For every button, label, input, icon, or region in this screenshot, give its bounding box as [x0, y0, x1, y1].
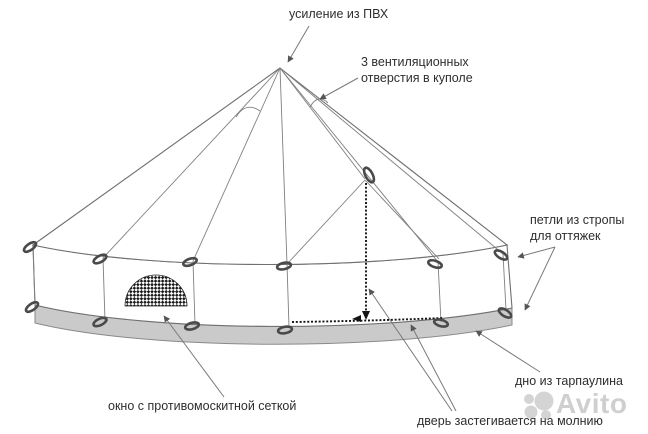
mosquito-net-window: [124, 274, 188, 307]
dome-vents: [235, 98, 329, 118]
label-guy-line-loops: петли из стропы для оттяжек: [530, 213, 625, 243]
door-top-loop: [362, 166, 376, 184]
tent-roof: [31, 67, 509, 266]
zipper-slider: [362, 311, 370, 320]
door-panel: [287, 179, 440, 264]
door-zipper: [291, 183, 444, 323]
annotation-arrows: [163, 25, 556, 412]
avito-watermark: Avito: [520, 389, 627, 421]
zipper-pull: [352, 315, 361, 322]
avito-logo-icon: [524, 391, 554, 420]
avito-watermark-text: Avito: [556, 388, 628, 419]
label-tarpaulin-floor: дно из тарпаулина: [515, 374, 623, 388]
strap-loops: [22, 166, 513, 335]
label-mosquito-window: окно с противомоскитной сеткой: [108, 399, 297, 413]
label-pvc-reinforcement: усиление из ПВХ: [289, 7, 389, 21]
wall-seams: [32, 245, 507, 328]
label-door-zipper: дверь застегивается на молнию: [417, 414, 603, 428]
label-ventilation-holes: 3 вентиляционных отверстия в куполе: [361, 55, 473, 85]
